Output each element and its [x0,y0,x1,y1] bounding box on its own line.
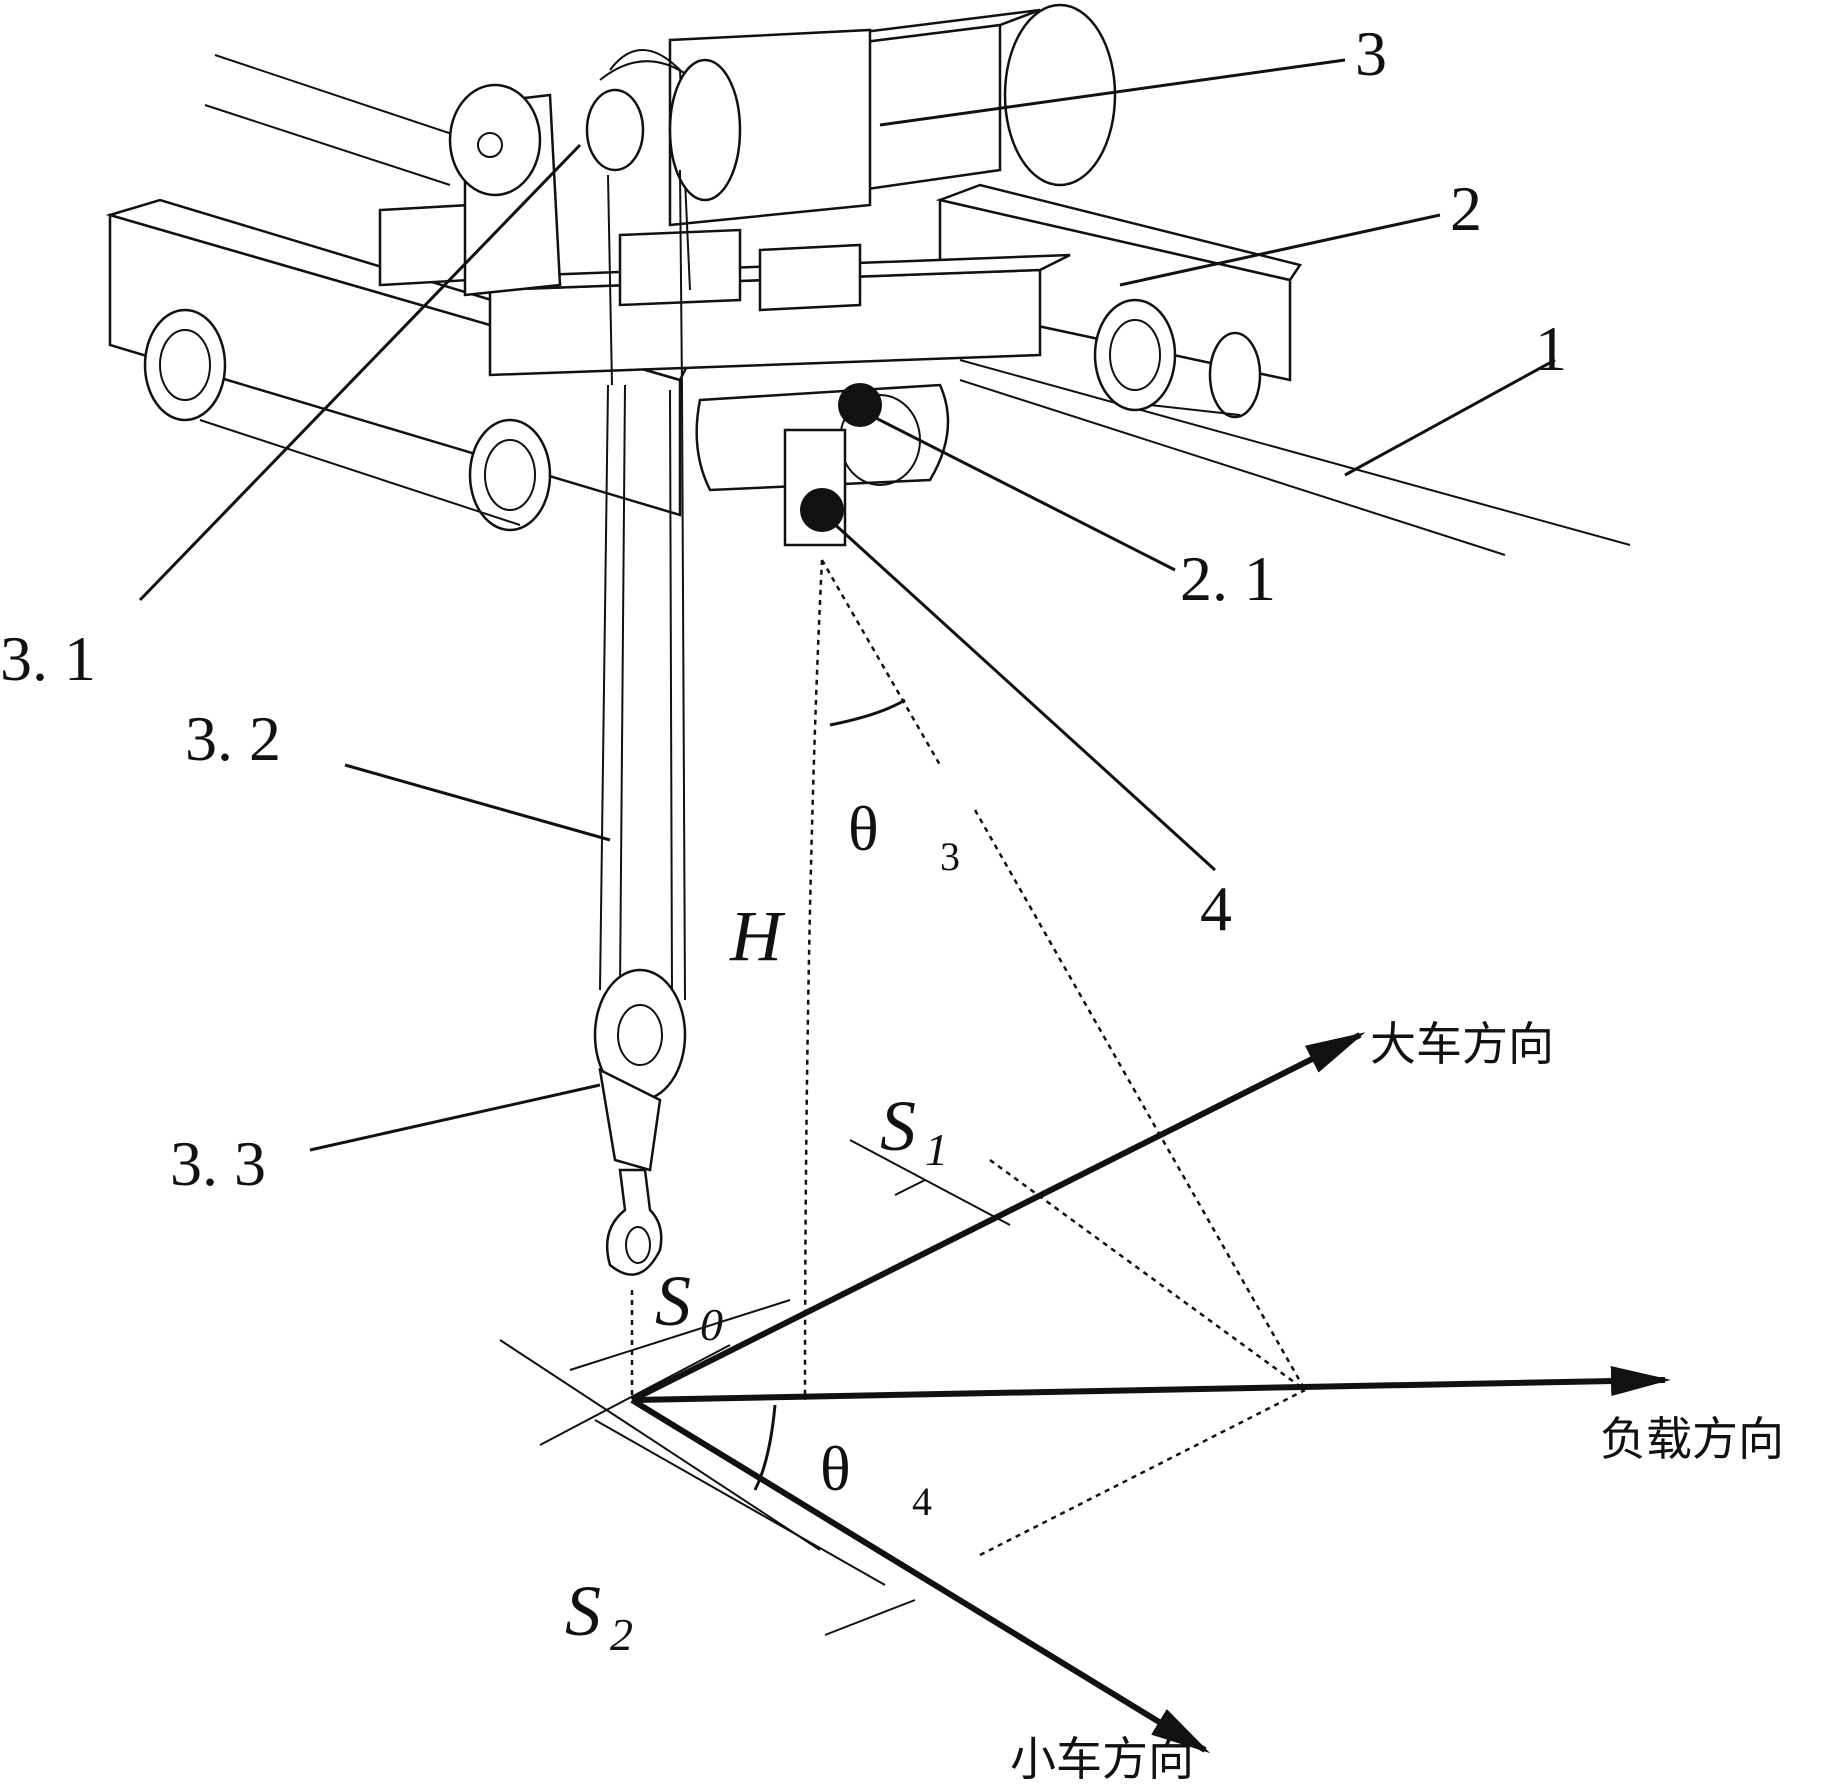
symbol-theta4: θ [820,1433,851,1504]
label-part-3-1: 3. 1 [0,623,96,694]
main-rails [204,54,1631,556]
hoist-motor [668,3,1117,227]
label-load-direction: 负载方向 [1600,1412,1784,1466]
ground-lines [499,1139,1011,1636]
sensor-2-1-dot [838,383,882,427]
leader-lines [138,58,1556,1152]
label-part-3-2: 3. 2 [185,703,281,774]
bottom-sheave [695,383,950,547]
label-trolley-direction: 小车方向 [1010,1732,1194,1786]
symbol-s2-letter: S [565,1571,601,1651]
label-part-1: 1 [1535,313,1567,384]
label-part-2-1: 2. 1 [1180,543,1276,614]
pulley-block [448,49,742,297]
label-part-2: 2 [1450,173,1482,244]
symbol-theta4-sub: 4 [912,1479,932,1524]
label-part-3-3: 3. 3 [170,1128,266,1199]
load-direction-arrow [631,1366,1671,1403]
label-crane-direction: 大车方向 [1370,1017,1554,1071]
symbol-theta3-sub: 3 [940,834,960,879]
symbol-s2: S 2 [565,1571,633,1660]
swing-geometry [630,559,1307,1557]
symbol-s0-sub: 0 [700,1299,723,1350]
symbol-s0-letter: S [655,1261,691,1341]
symbol-s1: S 1 [880,1086,948,1175]
symbol-s1-letter: S [880,1086,916,1166]
symbol-s1-sub: 1 [925,1124,948,1175]
symbol-h: H [729,896,786,976]
label-part-4: 4 [1200,873,1232,944]
hoist-ropes [599,169,686,1001]
trolley-frame [105,183,1303,532]
crane-direction-arrow [630,1032,1366,1403]
symbol-s2-sub: 2 [610,1609,633,1660]
label-part-3: 3 [1355,18,1387,89]
direction-arrows [630,1032,1671,1754]
symbol-theta3: θ [848,793,879,864]
hook-block [593,968,687,1276]
symbol-s0: S 0 [655,1261,723,1350]
trolley-direction-arrow [630,1397,1211,1754]
